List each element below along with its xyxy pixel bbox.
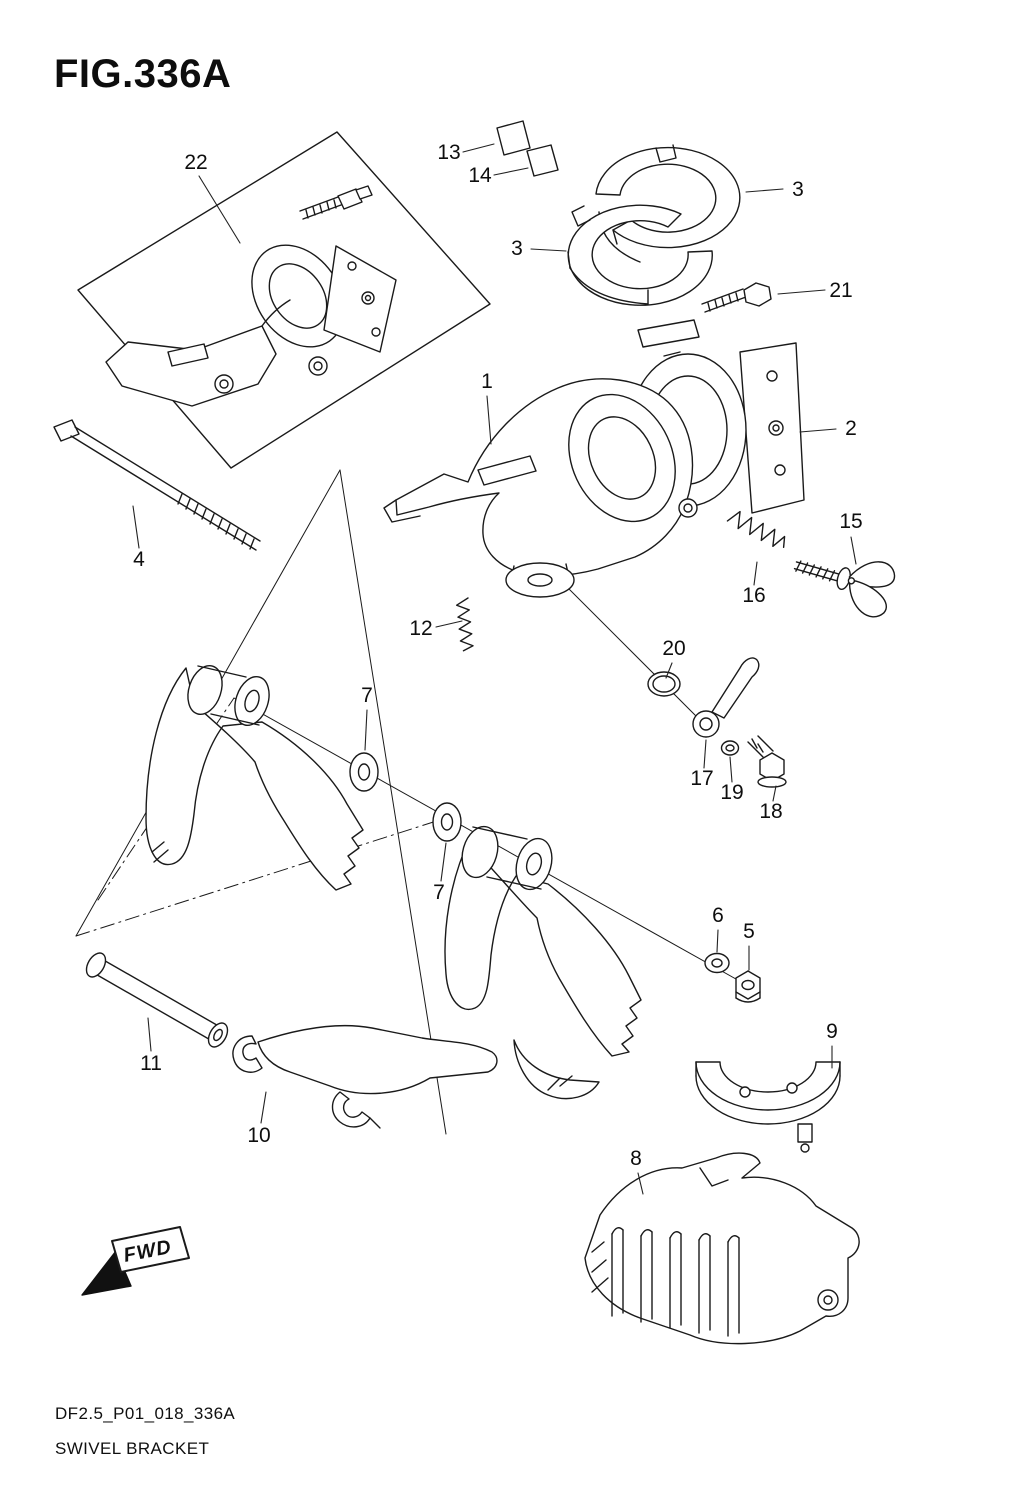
arch-frame-left: [145, 665, 364, 891]
callout-label-8: 8: [630, 1147, 642, 1170]
callout-label-7: 7: [433, 881, 445, 904]
spring-12: [455, 597, 474, 652]
assembly-box-22: [77, 131, 491, 469]
callout-leader-2: [799, 428, 837, 433]
callout-label-11: 11: [140, 1052, 162, 1075]
callout-label-22: 22: [184, 151, 207, 174]
callout-leader-7: [364, 709, 368, 751]
callout-leader-11: [147, 1017, 152, 1052]
bolt-21: [701, 282, 772, 313]
callout-label-14: 14: [468, 164, 492, 187]
callout-leader-12: [435, 620, 463, 628]
tube-11: [85, 952, 229, 1048]
callout-label-19: 19: [720, 781, 743, 804]
swivel-bracket-1: [383, 378, 698, 598]
callout-label-3: 3: [792, 178, 804, 201]
callout-label-18: 18: [759, 800, 782, 823]
link-17: [692, 657, 760, 738]
callout-leader-15: [850, 536, 857, 565]
callout-leader-8: [637, 1172, 644, 1195]
callout-leader-1: [486, 395, 492, 445]
callout-leader-7: [440, 842, 447, 882]
callout-leader-13: [462, 143, 495, 153]
callout-label-9: 9: [826, 1020, 838, 1043]
callout-label-20: 20: [662, 637, 685, 660]
spring-16: [726, 510, 786, 548]
callout-label-15: 15: [839, 510, 862, 533]
nut-5: [735, 970, 761, 1003]
callout-leader-14: [493, 167, 529, 176]
figure-title: FIG.336A: [54, 52, 232, 96]
mount-8: [584, 1152, 860, 1345]
callout-label-13: 13: [437, 141, 460, 164]
clamp-half-3-right: [595, 144, 741, 263]
washer-7-upper: [349, 752, 379, 792]
callout-leader-10: [260, 1091, 267, 1124]
arch-frame-right: [444, 825, 642, 1100]
snap-ring-20: [647, 671, 681, 697]
callout-label-12: 12: [409, 617, 432, 640]
callout-label-21: 21: [829, 279, 852, 302]
washer-19: [720, 740, 740, 756]
callout-leader-20: [665, 662, 673, 679]
callout-leader-4: [132, 505, 140, 549]
bolt-4: [53, 419, 261, 551]
washer-6: [704, 952, 730, 974]
callout-leader-16: [753, 561, 758, 586]
bolt-18: [747, 735, 787, 788]
callout-leader-3: [745, 188, 784, 193]
callout-label-16: 16: [742, 584, 765, 607]
wing-bolt-15: [793, 560, 896, 618]
callout-leader-17: [703, 739, 707, 769]
fwd-arrow: FWD: [81, 1226, 190, 1296]
shim-13: [496, 120, 531, 156]
footer-figure-name: SWIVEL BRACKET: [55, 1439, 210, 1458]
callout-label-1: 1: [481, 370, 493, 393]
callout-label-5: 5: [743, 920, 755, 943]
callout-leader-6: [716, 929, 719, 953]
callout-label-10: 10: [247, 1124, 270, 1147]
callout-label-6: 6: [712, 904, 724, 927]
washer-7-lower: [432, 802, 462, 842]
callout-label-17: 17: [690, 767, 713, 790]
callout-leader-19: [729, 756, 733, 783]
bracket-10: [232, 1024, 498, 1129]
callout-leader-21: [777, 289, 826, 295]
callout-label-2: 2: [845, 417, 857, 440]
footer-part-code: DF2.5_P01_018_336A: [55, 1404, 236, 1423]
callout-label-7: 7: [361, 684, 373, 707]
clamp-half-3-left: [567, 204, 713, 306]
shim-14: [526, 144, 559, 177]
callout-label-3: 3: [511, 237, 523, 260]
callout-leader-18: [772, 785, 777, 802]
callout-label-4: 4: [133, 548, 145, 571]
callout-leader-3: [530, 248, 567, 252]
clamp-9: [695, 1061, 841, 1153]
footer: DF2.5_P01_018_336A SWIVEL BRACKET: [55, 1404, 235, 1459]
callout-leader-22: [198, 175, 241, 244]
